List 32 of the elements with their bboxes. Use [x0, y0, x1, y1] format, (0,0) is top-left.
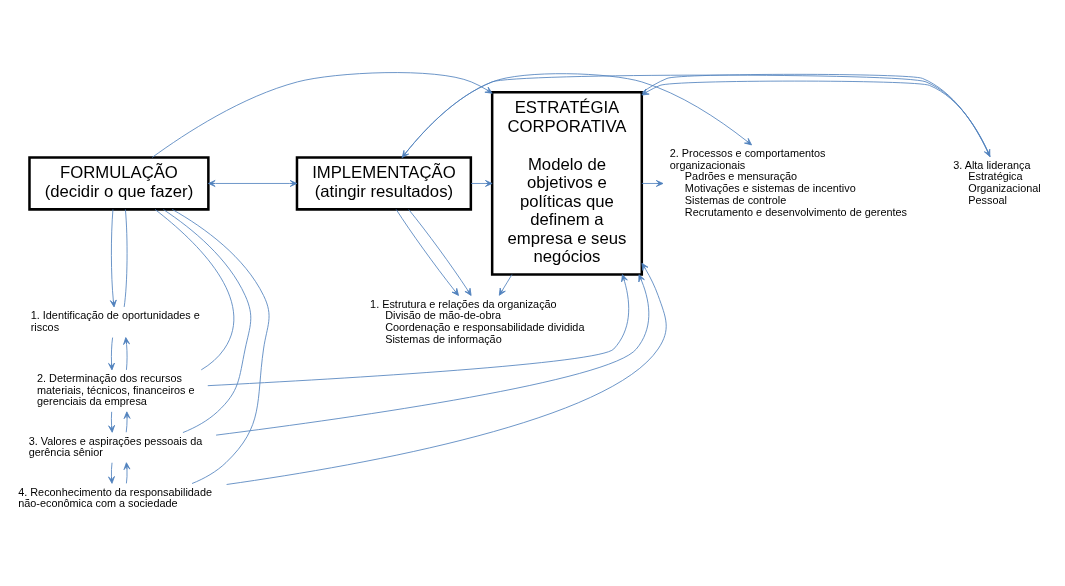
- node-text: 3. Alta liderança Estratégica Organizacional Pessoal: [953, 158, 1041, 206]
- arrow: [498, 274, 513, 296]
- node-text: 2. Determinação dos recursos materiais, técnicos, financeiros e gerenciais da empresa: [37, 371, 195, 408]
- arrow: [123, 337, 130, 371]
- node-text: 1. Identificação de oportunidades e riscos: [30, 309, 200, 333]
- arrow: [108, 337, 115, 371]
- arrow: [207, 274, 630, 387]
- connector: [171, 209, 270, 484]
- node-text: 4. Reconhecimento da responsabilidade não-econômica com a sociedade: [18, 485, 212, 510]
- node-text: 1. Estrutura e relações da organização Divisão de mão-de-obra Coordenação e responsabilidade dividida Sistemas de informação: [370, 297, 585, 345]
- node-text: 2. Processos e comportamentos organizacionais Padrões e mensuração Motivações e sistemas de incentivo Sistemas de controle Recrutamento e desenvolvimento de gerentes: [669, 147, 908, 218]
- arrow: [151, 72, 493, 158]
- node-box: IMPLEMENTAÇÃO (atingir resultados): [295, 156, 473, 211]
- arrow: [470, 180, 493, 187]
- arrow: [641, 180, 664, 187]
- arrow: [109, 209, 117, 308]
- arrow: [108, 462, 115, 484]
- arrow: [123, 411, 131, 433]
- arrow: [408, 209, 472, 296]
- arrow: [208, 180, 298, 187]
- connector: [123, 209, 128, 308]
- connector: [163, 209, 252, 433]
- arrow: [401, 73, 752, 158]
- arrow: [123, 462, 131, 484]
- arrow: [215, 274, 650, 436]
- node-box: FORMULAÇÃO (decidir o que fazer): [28, 156, 210, 211]
- node-box: ESTRATÉGIA CORPORATIVA Modelo de objetivos e políticas que definem a empresa e seus negócios: [490, 91, 644, 276]
- arrow: [395, 209, 459, 296]
- node-text: 3. Valores e aspirações pessoais da gerência sênior: [28, 434, 203, 459]
- arrow: [226, 262, 667, 485]
- connector: [154, 209, 234, 371]
- arrow: [108, 411, 115, 433]
